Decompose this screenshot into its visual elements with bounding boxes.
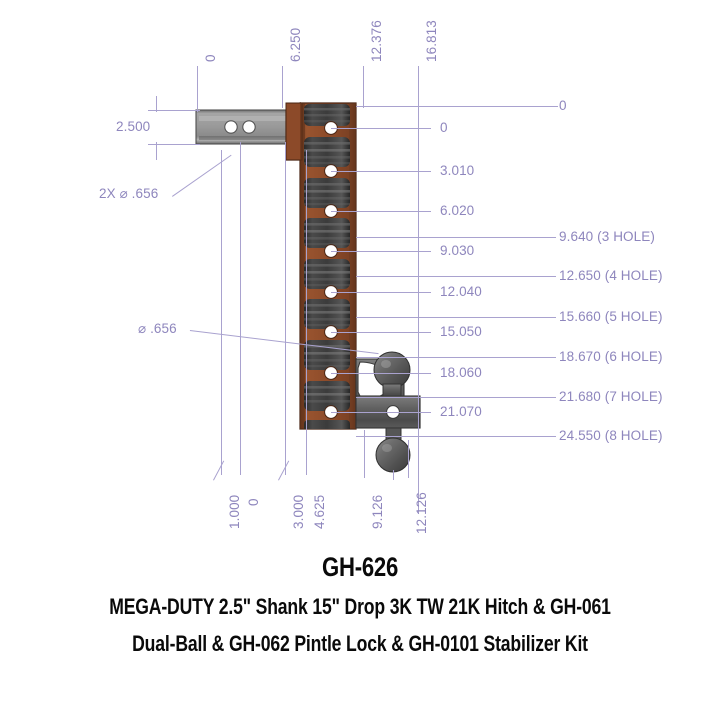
inner-dim-9030: 9.030	[440, 243, 475, 258]
outer-dim-18670: 18.670 (6 HOLE)	[559, 349, 663, 364]
product-description-line2: Dual-Ball & GH-062 Pintle Lock & GH-0101…	[132, 631, 588, 656]
bottom-dim-4625: 4.625	[312, 494, 327, 529]
shank-height-dim: 2.500	[116, 119, 151, 134]
outer-dim-24550: 24.550 (8 HOLE)	[559, 428, 663, 443]
bottom-dim-1000: 1.000	[227, 494, 242, 529]
inner-dim-21070: 21.070	[440, 404, 482, 419]
drop-hole-callout: ⌀ .656	[138, 321, 177, 336]
serrated-segments	[304, 104, 350, 429]
top-dim-16813: 16.813	[424, 20, 439, 62]
shank-hole-callout: 2X ⌀ .656	[99, 186, 159, 201]
title-block: GH-626 MEGA-DUTY 2.5" Shank 15" Drop 3K …	[0, 552, 720, 657]
outer-dim-0: 0	[559, 98, 567, 113]
inner-dim-0: 0	[440, 120, 448, 135]
inner-dim-15050: 15.050	[440, 324, 482, 339]
inner-dim-6020: 6.020	[440, 203, 475, 218]
inner-dim-3010: 3.010	[440, 163, 475, 178]
bottom-dim-0: 0	[246, 498, 261, 506]
outer-dim-21680: 21.680 (7 HOLE)	[559, 389, 663, 404]
outer-dim-15660: 15.660 (5 HOLE)	[559, 309, 663, 324]
dual-ball-pintle-assembly	[355, 351, 421, 473]
bottom-dim-9126: 9.126	[370, 494, 385, 529]
inner-dim-12040: 12.040	[440, 284, 482, 299]
top-dim-6250: 6.250	[288, 27, 303, 62]
bottom-dim-3000: 3.000	[291, 494, 306, 529]
top-dim-0: 0	[203, 54, 218, 62]
outer-dim-9640: 9.640 (3 HOLE)	[559, 229, 655, 244]
product-description-line1: MEGA-DUTY 2.5" Shank 15" Drop 3K TW 21K …	[109, 594, 611, 619]
product-sku: GH-626	[321, 552, 399, 582]
bottom-dim-12126: 12.126	[414, 492, 429, 534]
top-dim-12376: 12.376	[369, 20, 384, 62]
outer-dim-12650: 12.650 (4 HOLE)	[559, 268, 663, 283]
inner-dim-18060: 18.060	[440, 365, 482, 380]
